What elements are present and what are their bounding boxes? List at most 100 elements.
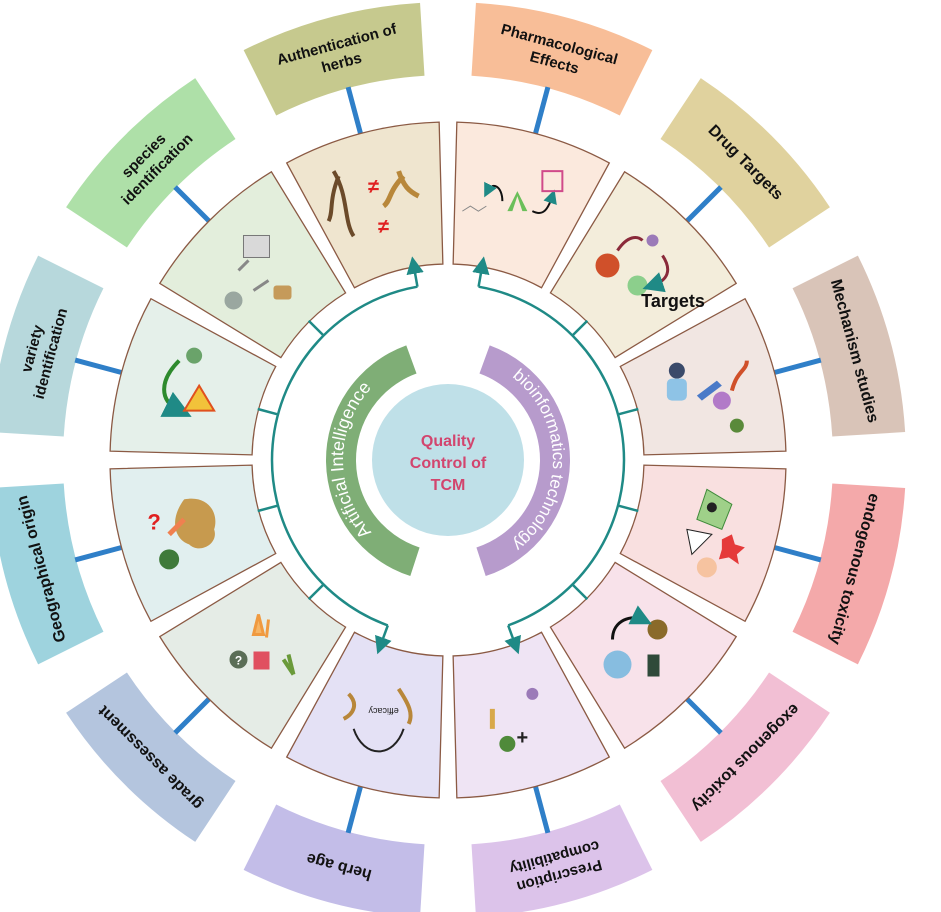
panel-icon-6: +	[489, 687, 539, 752]
segment-bar	[74, 545, 123, 563]
segment-label-box	[792, 483, 906, 665]
question-icon: ?	[147, 509, 160, 534]
segment-bar	[173, 185, 211, 223]
scanner-icon	[242, 234, 270, 258]
head-icon	[696, 557, 717, 578]
herb-icon	[499, 735, 516, 752]
root-icon	[381, 170, 420, 209]
ring-tick	[257, 504, 279, 513]
molecule-icon	[526, 687, 539, 700]
bio-ring	[478, 285, 626, 627]
connectors	[257, 256, 639, 655]
segment-bar	[685, 185, 723, 223]
herb-icon	[159, 549, 180, 570]
bioinformatics-arc-band	[476, 345, 570, 577]
segment-3: Geographical origin	[0, 483, 123, 665]
segment-label-box	[243, 2, 425, 116]
ring-tick	[617, 504, 639, 513]
pot-icon	[647, 619, 668, 640]
not-equal-icon: ≠	[378, 216, 389, 238]
segment-bar	[345, 86, 363, 135]
warning-icon	[182, 383, 216, 412]
segment-8: endogenous toxicity	[773, 483, 906, 665]
ring-tick	[307, 583, 325, 601]
ring-tick	[571, 583, 589, 601]
arrow-icon	[611, 605, 652, 640]
center-circle	[372, 384, 524, 536]
panel-icon-1	[224, 234, 292, 310]
ring-tick	[571, 319, 589, 337]
head-icon	[668, 362, 685, 379]
segment-label-box	[0, 255, 104, 437]
panel-icon-3: ?	[147, 498, 216, 570]
segment-label-box	[66, 78, 236, 248]
herb-icon	[251, 614, 270, 638]
segment-bar	[533, 785, 551, 834]
herb-icon	[224, 291, 243, 310]
segment-5: herb age	[243, 785, 425, 912]
segment-label-box	[66, 672, 236, 842]
segment-panel	[158, 170, 347, 359]
ai-ring	[270, 285, 418, 627]
root-icon	[326, 170, 356, 238]
segment-panel	[549, 170, 738, 359]
arrow-to-herb-age	[375, 624, 392, 655]
segment-bar	[173, 697, 211, 735]
panel-icon-2	[160, 347, 216, 417]
segment-label-box	[660, 78, 830, 248]
panel-icon-9	[666, 360, 749, 433]
segment-bar	[345, 785, 363, 834]
center-line-1: Quality	[421, 433, 475, 450]
segment-label-box	[471, 2, 653, 116]
burst-icon	[718, 534, 745, 565]
arrow-icon	[484, 181, 504, 202]
dot-icon	[706, 502, 717, 513]
segment-panel	[285, 121, 444, 289]
ring-tick	[257, 407, 279, 416]
segment-9: Mechanism studies	[773, 255, 906, 437]
plant-icon	[507, 191, 528, 212]
segment-bar	[74, 357, 123, 375]
plus-icon: +	[517, 727, 529, 749]
segment-bar	[773, 357, 822, 375]
arrow-icon	[729, 360, 749, 392]
herb-icon	[729, 418, 744, 433]
curve-icon	[352, 728, 405, 753]
panel-icon-10	[595, 234, 670, 295]
segment-panel	[619, 297, 787, 456]
magnet-icon	[696, 380, 722, 401]
molecule-structure-icon	[462, 205, 487, 212]
ai-arc-band	[326, 345, 420, 577]
segment-panel	[549, 561, 738, 750]
segment-bar	[773, 545, 822, 563]
segment-label-box	[0, 483, 104, 665]
herb-icon	[281, 654, 296, 676]
molecule-icon	[646, 234, 659, 247]
camera-icon	[273, 285, 292, 300]
bottle-icon	[647, 654, 660, 677]
segment-label-box	[471, 804, 653, 912]
efficacy-label: efficacy	[368, 706, 399, 716]
panel-icon-5: efficacy	[342, 687, 413, 753]
segment-bar	[685, 697, 723, 735]
arrow-to-prescription	[504, 624, 521, 655]
center-line-2: Control of	[410, 455, 487, 472]
panel-icons: ≠≠?? efficacy +	[147, 170, 749, 753]
segment-panel	[285, 631, 444, 799]
root-icon	[342, 687, 413, 725]
segment-panel	[158, 561, 347, 750]
segment-bar	[533, 86, 551, 135]
center-line-3: TCM	[431, 477, 466, 494]
segment-panel	[109, 297, 277, 456]
targets-label: Targets	[641, 291, 705, 311]
ring-tick	[617, 407, 639, 416]
herb-icon	[186, 347, 203, 364]
question-icon: ?	[235, 654, 242, 668]
person-body-icon	[666, 378, 687, 401]
panel-icon-0: ≠≠	[326, 170, 420, 238]
